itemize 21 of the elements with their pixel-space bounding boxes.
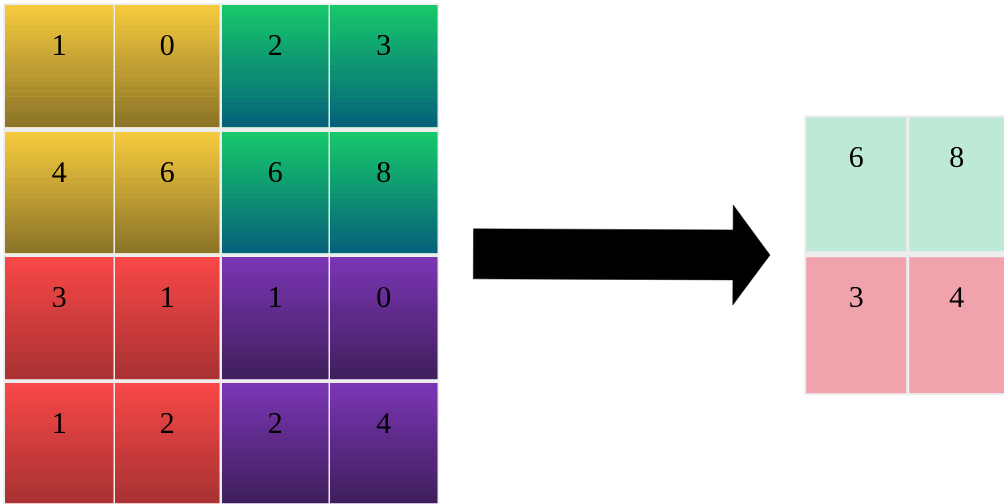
cell: 0 xyxy=(330,257,438,380)
cell: 2 xyxy=(115,383,220,504)
cell: 8 xyxy=(330,132,438,254)
cell: 1 xyxy=(115,257,220,380)
cell: 0 xyxy=(115,5,220,128)
cell: 6 xyxy=(806,117,907,252)
cell: 3 xyxy=(5,257,114,380)
cell: 6 xyxy=(222,132,329,254)
cell: 3 xyxy=(330,5,438,128)
cell: 2 xyxy=(222,5,329,128)
cell: 2 xyxy=(222,383,329,504)
cell: 8 xyxy=(909,117,1004,252)
cell: 1 xyxy=(222,257,329,380)
cell: 1 xyxy=(5,5,114,128)
cell: 1 xyxy=(5,383,114,504)
cell: 3 xyxy=(806,257,907,394)
arrow xyxy=(473,204,771,306)
cell: 4 xyxy=(5,132,114,254)
cell: 4 xyxy=(330,383,438,504)
cell: 4 xyxy=(909,257,1004,394)
cell: 6 xyxy=(115,132,220,254)
